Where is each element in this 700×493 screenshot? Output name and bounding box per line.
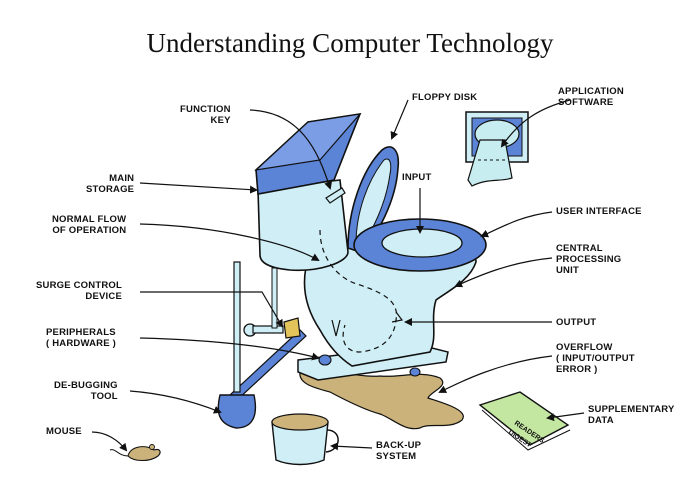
mug-handle [325,429,339,453]
label-floppy-disk-line1: FLOPPY DISK [412,92,478,103]
leader-lines [91,99,585,452]
magazine [478,391,570,446]
leader-mouse [91,431,128,452]
label-cpu-line1: CENTRAL [556,243,603,254]
paper-sheet [467,139,513,187]
mug-coffee [271,413,329,431]
leader-debugging [129,390,222,414]
label-supplementary: SUPPLEMENTARY DATA [588,404,675,426]
label-supplementary-line1: SUPPLEMENTARY [588,404,675,415]
label-overflow-line1: OVERFLOW [556,342,613,353]
label-debugging-line1: DE-BUGGING [54,380,118,391]
label-application-software: APPLICATION SOFTWARE [558,86,624,108]
plunger-handle [233,261,241,393]
label-cpu: CENTRAL PROCESSING UNIT [556,243,621,276]
leader-floppy [390,99,409,140]
magazine-pages [481,409,571,451]
internal-flow [319,229,398,353]
label-supplementary-line2: DATA [588,415,614,426]
bolt-cap [318,354,332,366]
leader-normal-flow [139,223,320,261]
label-main-storage-line2: STORAGE [86,184,135,195]
leader-overflow [438,355,553,393]
label-cpu-line2: PROCESSING [556,254,622,265]
label-application-software-line1: APPLICATION [558,86,624,97]
surge-valve [252,325,284,334]
label-debugging-line2: TOOL [90,391,118,402]
surge-knob [283,317,301,339]
label-normal-flow-line2: OF OPERATION [52,225,127,236]
label-surge-control-line1: SURGE CONTROL [36,280,122,291]
label-mouse: MOUSE [46,426,82,437]
label-function-key: FUNCTION KEY [180,104,231,126]
label-user-interface-line1: USER INTERFACE [556,206,642,217]
seat-lid-inner [355,158,392,249]
water-pipe [229,329,307,402]
leader-function-key [249,109,333,190]
label-surge-control-line2: DEVICE [85,291,122,302]
label-cpu-line3: UNIT [556,265,579,276]
label-floppy-disk: FLOPPY DISK [412,92,477,103]
label-overflow: OVERFLOW ( INPUT/OUTPUT ERROR ) [556,342,635,375]
leader-user-interface [480,211,553,238]
label-function-key-line1: FUNCTION [180,104,231,115]
label-backup-line1: BACK-UP [376,440,422,451]
label-surge-control: SURGE CONTROL DEVICE [36,280,122,302]
label-output: OUTPUT [556,317,596,328]
label-peripherals: PERIPHERALS ( HARDWARE ) [46,327,116,349]
supply-line [271,267,278,329]
label-debugging: DE-BUGGING TOOL [54,380,118,402]
label-backup-line2: SYSTEM [376,451,417,462]
bowl-opening [381,228,463,258]
label-application-software-line2: SOFTWARE [558,97,614,108]
label-user-interface: USER INTERFACE [556,206,642,217]
label-overflow-line2: ( INPUT/OUTPUT [556,353,635,364]
label-input-line1: INPUT [402,172,432,183]
label-peripherals-line2: ( HARDWARE ) [46,338,116,349]
leader-supplementary [546,412,585,422]
flow-arrow-down [331,319,341,337]
bolt-cap-right [409,367,421,377]
label-main-storage-line1: MAIN [109,173,135,184]
mug-body [271,421,329,466]
leader-app-software [500,99,571,148]
page-title: Understanding Computer Technology [146,28,554,58]
leader-cpu [454,257,553,288]
plunger-cup [217,394,257,429]
label-normal-flow-line1: NORMAL FLOW [52,214,127,225]
flow-arrow-right [391,311,404,323]
label-input: INPUT [402,172,432,183]
label-main-storage: MAIN STORAGE [86,173,134,195]
mouse-tail [109,449,129,457]
mouse-ear [149,444,155,450]
leader-peripherals [139,337,320,361]
label-output-line1: OUTPUT [556,317,597,328]
label-normal-flow: NORMAL FLOW OF OPERATION [52,214,126,236]
label-peripherals-line1: PERIPHERALS [46,327,116,338]
spill-puddle [299,370,464,430]
leader-main-storage [139,182,258,194]
label-overflow-line3: ERROR ) [556,364,598,375]
mouse-body [127,446,161,462]
label-function-key-line2: KEY [210,115,231,126]
flush-handle [325,187,346,204]
label-backup: BACK-UP SYSTEM [376,440,421,462]
tank [257,179,349,272]
leader-backup [330,442,373,451]
tank-lid-top [254,113,362,171]
label-mouse-line1: MOUSE [46,426,82,437]
leader-surge [140,291,284,328]
